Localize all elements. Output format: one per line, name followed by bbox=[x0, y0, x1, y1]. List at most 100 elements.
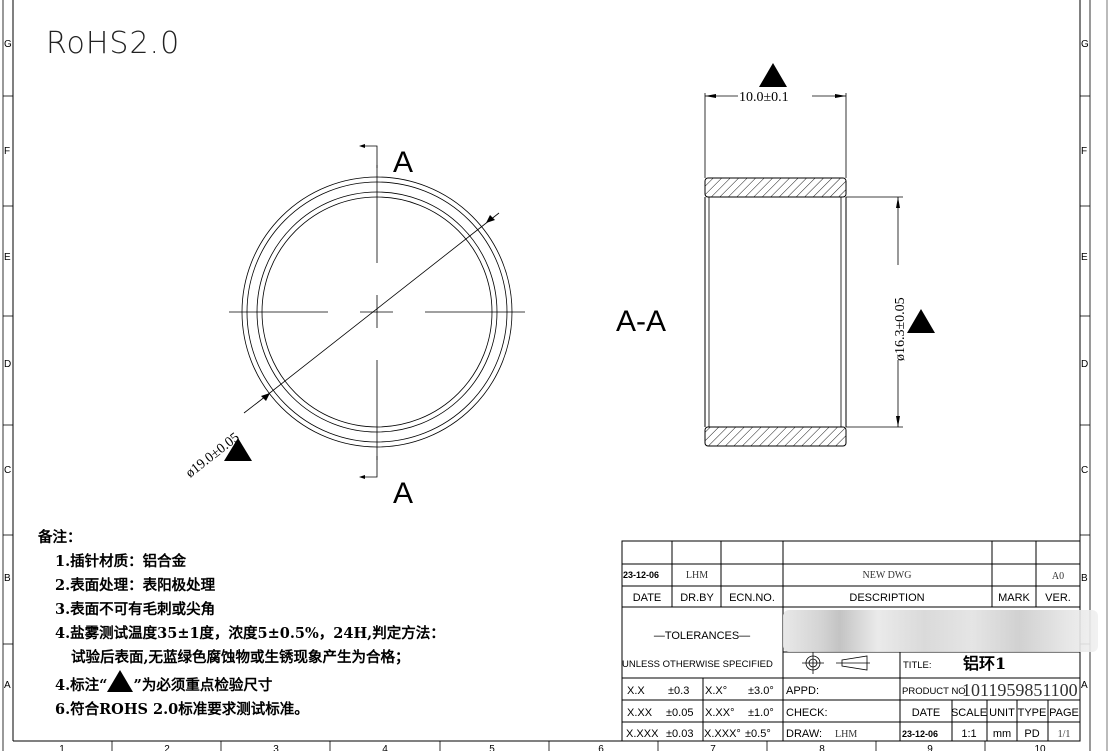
row-label: B bbox=[1081, 573, 1088, 584]
revision-drawn-by: LHM bbox=[686, 570, 708, 581]
note-item: 2.表面处理：表阳极处理 bbox=[55, 577, 216, 594]
note-item-continuation: 试验后表面,无蓝绿色腐蚀物或生锈现象产生为合格； bbox=[71, 649, 410, 666]
svg-text:9: 9 bbox=[927, 744, 933, 751]
svg-text:±0.3: ±0.3 bbox=[668, 685, 689, 697]
notes-heading: 备注： bbox=[38, 529, 82, 546]
rohs-label: RoHS2.0 bbox=[46, 26, 181, 61]
svg-text:4: 4 bbox=[382, 744, 388, 751]
row-label: E bbox=[4, 252, 11, 263]
row-label: E bbox=[1081, 252, 1088, 263]
svg-text:DR.BY: DR.BY bbox=[680, 592, 714, 604]
row-label: G bbox=[1081, 39, 1089, 50]
info-values: 23-12-06 1:1 mm PD 1/1 bbox=[902, 728, 1070, 740]
column-labels: 1 2 3 4 5 6 7 8 9 10 bbox=[59, 744, 1046, 751]
svg-text:±0.05: ±0.05 bbox=[666, 707, 693, 719]
note-item: 1.插针材质：铝合金 bbox=[55, 553, 187, 570]
info-headers: DATE SCALE UNIT TYPE PAGE bbox=[912, 707, 1079, 719]
section-cut-bottom bbox=[362, 456, 378, 478]
svg-text:DATE: DATE bbox=[912, 707, 941, 719]
center-lines bbox=[229, 165, 525, 460]
key-dimension-triangle-icon bbox=[759, 63, 787, 87]
inner-diameter-dimension: ø16.3±0.05 bbox=[893, 297, 908, 361]
svg-text:1:1: 1:1 bbox=[961, 728, 976, 740]
column-dividers bbox=[111, 741, 986, 751]
note-item: 4.标注“”为必须重点检验尺寸 bbox=[55, 670, 445, 698]
front-view bbox=[229, 144, 525, 479]
svg-text:X.XXX°: X.XXX° bbox=[704, 728, 741, 740]
key-dimension-triangle-icon bbox=[224, 438, 252, 461]
length-dimension: 10.0±0.1 bbox=[739, 90, 789, 105]
svg-text:X.XXX: X.XXX bbox=[626, 728, 659, 740]
row-label: D bbox=[1081, 359, 1088, 370]
svg-text:VER.: VER. bbox=[1045, 592, 1071, 604]
hatched-wall-bottom bbox=[704, 426, 847, 447]
tolerance-table: X.X ±0.3 X.X° ±3.0° X.XX ±0.05 X.XX° ±1.… bbox=[626, 685, 774, 740]
svg-text:TYPE: TYPE bbox=[1018, 707, 1047, 719]
diameter-leader bbox=[256, 212, 500, 404]
svg-text:ECN.NO.: ECN.NO. bbox=[729, 592, 775, 604]
svg-text:PD: PD bbox=[1024, 728, 1039, 740]
redacted-logo-area bbox=[783, 610, 1098, 652]
svg-text:PAGE: PAGE bbox=[1049, 707, 1079, 719]
svg-text:X.XX: X.XX bbox=[627, 707, 653, 719]
svg-text:7: 7 bbox=[710, 744, 716, 751]
revision-headers: DATE DR.BY ECN.NO. DESCRIPTION MARK VER. bbox=[633, 592, 1071, 604]
row-label: C bbox=[1081, 465, 1088, 476]
section-marker-bottom: A bbox=[393, 477, 413, 510]
svg-text:SCALE: SCALE bbox=[951, 707, 987, 719]
svg-text:23-12-06: 23-12-06 bbox=[902, 729, 938, 739]
title-value: 铝环1 bbox=[963, 654, 1006, 673]
svg-text:±1.0°: ±1.0° bbox=[748, 707, 774, 719]
svg-text:1: 1 bbox=[59, 744, 65, 751]
svg-text:DESCRIPTION: DESCRIPTION bbox=[849, 592, 924, 604]
section-cut-top bbox=[362, 145, 378, 168]
note-item: 6.符合ROHS 2.0标准要求测试标准。 bbox=[55, 701, 309, 718]
note-text: 4.标注“ bbox=[55, 677, 108, 694]
svg-text:10: 10 bbox=[1034, 744, 1046, 751]
note-item: 3.表面不可有毛刺或尖角 bbox=[55, 601, 216, 618]
product-no-value: 1011959851100 bbox=[962, 680, 1078, 700]
svg-text:3: 3 bbox=[273, 744, 279, 751]
row-label: A bbox=[1081, 680, 1088, 691]
revision-description: NEW DWG bbox=[863, 570, 912, 581]
svg-text:mm: mm bbox=[993, 728, 1011, 740]
svg-text:X.X°: X.X° bbox=[705, 685, 727, 697]
title-label: TITLE: bbox=[903, 660, 932, 671]
draw-label: DRAW: bbox=[786, 728, 822, 740]
row-label: D bbox=[4, 359, 11, 370]
svg-text:UNIT: UNIT bbox=[989, 707, 1015, 719]
draw-value: LHM bbox=[835, 729, 857, 740]
row-label: C bbox=[4, 465, 11, 476]
svg-text:DATE: DATE bbox=[633, 592, 662, 604]
section-view-label: A-A bbox=[616, 305, 666, 338]
section-marker-top: A bbox=[393, 146, 413, 179]
svg-text:±3.0°: ±3.0° bbox=[748, 685, 774, 697]
row-label: F bbox=[1081, 146, 1087, 157]
row-labels-right: G F E D C B A bbox=[1081, 39, 1089, 691]
row-labels-left: G F E D C B A bbox=[4, 39, 12, 691]
svg-text:±0.03: ±0.03 bbox=[666, 728, 693, 740]
hatched-wall-top bbox=[704, 177, 847, 198]
notes-section: 备注： 1.插针材质：铝合金 2.表面处理：表阳极处理 3.表面不可有毛刺或尖角… bbox=[38, 526, 445, 722]
svg-text:5: 5 bbox=[489, 744, 495, 751]
svg-text:X.XX°: X.XX° bbox=[705, 707, 734, 719]
row-label: G bbox=[4, 39, 12, 50]
tolerances-label: —TOLERANCES— bbox=[654, 630, 750, 642]
key-dimension-triangle-icon bbox=[107, 670, 134, 692]
svg-text:8: 8 bbox=[819, 744, 825, 751]
svg-text:1/1: 1/1 bbox=[1058, 729, 1071, 740]
revision-version: A0 bbox=[1052, 571, 1064, 582]
row-label: B bbox=[4, 573, 11, 584]
product-no-label: PRODUCT NO: bbox=[902, 686, 968, 697]
note-item: 4.盐雾测试温度35±1度，浓度5±0.5%，24H,判定方法： bbox=[55, 625, 445, 642]
projection-symbol-icon bbox=[802, 652, 870, 674]
check-label: CHECK: bbox=[786, 707, 828, 719]
section-view bbox=[704, 93, 903, 447]
svg-text:6: 6 bbox=[598, 744, 604, 751]
svg-text:X.X: X.X bbox=[627, 685, 645, 697]
svg-text:2: 2 bbox=[164, 744, 170, 751]
row-label: A bbox=[4, 680, 11, 691]
svg-text:MARK: MARK bbox=[998, 592, 1030, 604]
revision-date: 23-12-06 bbox=[623, 570, 659, 580]
